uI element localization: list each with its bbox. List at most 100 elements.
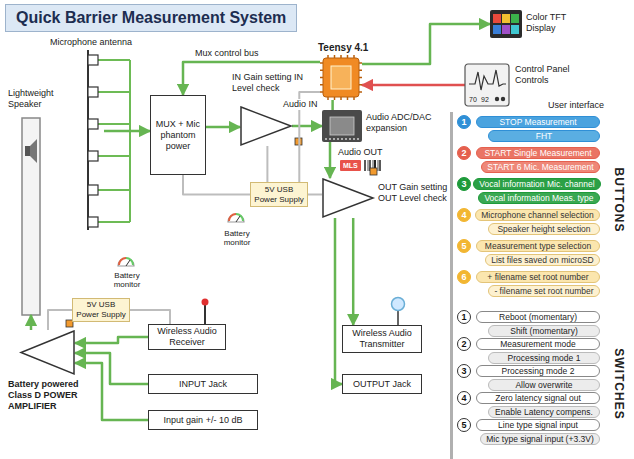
component-heading: Color TFT Display: [526, 12, 586, 34]
title-box: Quick Barrier Measurement System: [5, 4, 297, 32]
board-pins: [325, 138, 359, 140]
button-label: Allow overwrite: [515, 380, 572, 390]
amplifier-triangle: [323, 179, 373, 217]
chip-pin: [327, 97, 329, 100]
component-node: Lightweight Speaker: [22, 118, 40, 315]
callout-number: 4: [457, 391, 471, 405]
connector: [335, 218, 342, 384]
button-pill: Vocal information Mic. channel: [473, 178, 601, 190]
connector: [75, 353, 148, 384]
box-label: 5V USB Power Supply: [76, 300, 126, 320]
button-pill: STOP Measurement: [476, 116, 600, 128]
component-heading: Lightweight Speaker: [8, 88, 68, 110]
button-label: START Single Measurement: [484, 148, 591, 158]
box-label: Input gain +/- 10 dB: [164, 415, 243, 426]
button-label: STOP Measurement: [499, 117, 576, 127]
mic-lead: [98, 189, 130, 191]
button-pill: START Single Measurement: [476, 147, 600, 159]
button-label: Vocal information Meas. type: [484, 193, 593, 203]
button-label: Reboot (momentary): [499, 312, 577, 322]
chip-pin: [353, 97, 355, 100]
box-label: OUTPUT Jack: [353, 379, 411, 390]
microphones: [88, 55, 98, 227]
button-label: Line type signal input: [498, 420, 578, 430]
button-label: Mic type signal input (+3.3V): [486, 434, 593, 444]
component-node: Microphone antenna: [84, 50, 104, 230]
mic: [88, 217, 98, 227]
process-box: Wireless Audio Transmitter: [342, 325, 422, 353]
display-pixel-block: [493, 25, 501, 34]
process-box: MUX + Mic phantom power: [150, 95, 206, 175]
callout-number: 4: [457, 208, 471, 222]
chip-pin: [347, 97, 349, 100]
panel-waveform: [469, 70, 506, 90]
mic: [88, 55, 98, 65]
transmitter-antenna: [397, 310, 399, 325]
board-body: [322, 110, 362, 142]
button-pill: Vocal information Meas. type: [478, 192, 600, 204]
speaker-cone: [30, 139, 37, 163]
component-heading: Teensy 4.1: [318, 42, 388, 53]
speaker-magnet: [25, 146, 30, 156]
process-box: INPUT Jack: [148, 374, 258, 394]
button-label: Zero latency signal out: [495, 393, 581, 403]
chip-pin: [353, 55, 355, 58]
component-node: Audio ADC/DAC expansion: [322, 110, 362, 142]
tri-shape: [322, 178, 374, 218]
callout-number: 1: [457, 115, 471, 129]
tri-shape: [240, 106, 292, 146]
panel-divider: [450, 112, 453, 459]
connector: [331, 100, 334, 110]
component-heading: OUT Gain setting OUT Level check: [378, 182, 450, 204]
connector: [183, 175, 250, 195]
tril-shape: [20, 330, 75, 375]
connector: [183, 62, 320, 95]
connector: [308, 194, 322, 196]
connector: [329, 142, 332, 178]
button-label: Measurement mode: [500, 339, 576, 349]
button-pill: Processing mode 2: [476, 365, 600, 377]
mic-bus: [129, 60, 131, 222]
button-pill: Zero latency signal out: [476, 392, 600, 404]
callout-number: 3: [457, 177, 471, 191]
text-label: Mux control bus: [195, 48, 259, 59]
chip-pin: [320, 70, 323, 72]
button-label: FHT: [536, 131, 553, 141]
connector: [30, 315, 33, 330]
text-label: 92: [481, 94, 489, 105]
display-pixel-block: [511, 14, 519, 23]
chip-pin: [320, 77, 323, 79]
component-node: Battery powered Class D POWER AMPLIFIER: [20, 330, 75, 375]
chip-pin: [327, 55, 329, 58]
chip-body: [323, 58, 359, 97]
button-label: Shift (momentary): [510, 326, 578, 336]
display-pixel-block: [511, 25, 519, 34]
mic: [88, 151, 98, 161]
connector: [352, 218, 355, 325]
panel-led: [501, 97, 505, 101]
connector: [292, 125, 322, 128]
chip-pin: [359, 70, 362, 72]
component-heading: Audio ADC/DAC expansion: [366, 112, 438, 134]
button-pill: - filename set root number: [488, 285, 600, 297]
mic: [88, 87, 98, 97]
callout-number: 6: [457, 270, 471, 284]
mast: [87, 50, 89, 230]
process-box: 5V USB Power Supply: [250, 182, 308, 207]
receiver-led: [202, 299, 209, 306]
mic-lead: [98, 91, 130, 93]
connector: [206, 126, 240, 129]
button-pill: Measurement mode: [476, 338, 600, 350]
level-indicator: [370, 168, 377, 175]
chip-pin: [334, 55, 336, 58]
display-frame: [490, 10, 522, 38]
text-label: Audio IN: [282, 99, 319, 110]
button-label: Microphone channel selection: [481, 210, 593, 220]
button-label: START 6 Mic. Measurement: [487, 162, 593, 172]
button-pill: FHT: [488, 130, 600, 142]
text-label: Battery monitor: [104, 271, 150, 289]
button-pill: Speaker height selection: [488, 223, 600, 235]
process-box: 5V USB Power Supply: [72, 298, 130, 322]
connector: [104, 130, 150, 133]
button-pill: Microphone channel selection: [475, 209, 600, 221]
